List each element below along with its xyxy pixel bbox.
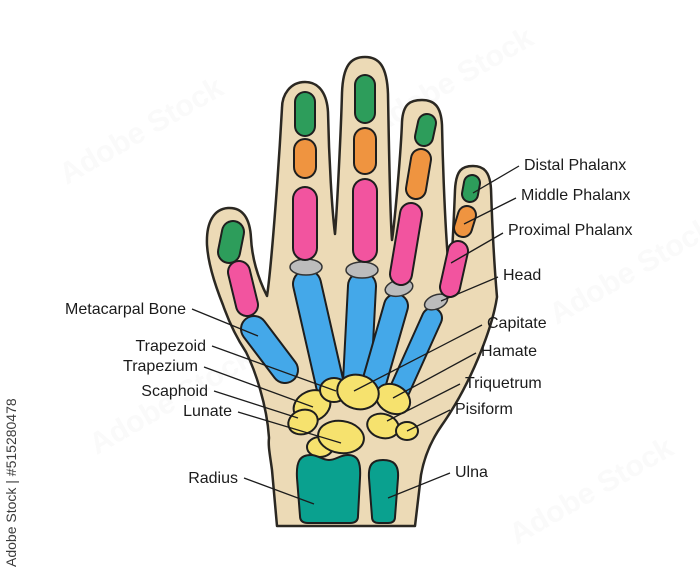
middle-metacarpal bbox=[342, 271, 377, 397]
label-trapezium: Trapezium bbox=[123, 358, 198, 375]
label-hamate: Hamate bbox=[481, 343, 537, 360]
ulna-bone bbox=[367, 458, 400, 524]
thumb-metacarpal-fill bbox=[242, 317, 297, 382]
ring-middle-phalanx bbox=[407, 150, 430, 198]
label-capitate: Capitate bbox=[487, 315, 547, 332]
pinky-metacarpal-fill bbox=[387, 309, 441, 407]
label-proximal-phalanx: Proximal Phalanx bbox=[508, 222, 633, 239]
leader-pisiform bbox=[406, 409, 451, 432]
leader-capitate bbox=[353, 324, 483, 392]
index-metacarpal-fill bbox=[294, 271, 343, 398]
label-trapezoid: Trapezoid bbox=[135, 338, 206, 355]
label-metacarpal-bone: Metacarpal Bone bbox=[65, 301, 186, 318]
ring-proximal-phalanx bbox=[391, 204, 421, 284]
pinky-finger-bones bbox=[439, 174, 481, 298]
adobe-stock-watermark: Adobe Stock | #515280478 bbox=[3, 398, 19, 567]
middle-head-cap bbox=[345, 261, 379, 279]
leader-ulna bbox=[387, 472, 451, 499]
leader-trapezoid bbox=[211, 345, 337, 392]
lunate-bone bbox=[317, 419, 365, 455]
pinky-distal-phalanx bbox=[463, 176, 479, 201]
labels-right: Distal Phalanx Middle Phalanx Proximal P… bbox=[455, 157, 633, 481]
leader-triquetrum bbox=[386, 383, 461, 422]
label-middle-phalanx: Middle Phalanx bbox=[521, 187, 630, 204]
leader-radius bbox=[243, 477, 315, 505]
label-triquetrum: Triquetrum bbox=[465, 375, 542, 392]
metacarpal-bones bbox=[240, 269, 443, 409]
middle-metacarpal-fill bbox=[344, 273, 375, 395]
watermark-tile: Adobe Stock bbox=[504, 431, 680, 551]
leader-scaphoid bbox=[213, 390, 299, 419]
thumb-proximal-phalanx bbox=[229, 262, 257, 315]
ring-distal-phalanx bbox=[416, 115, 435, 145]
label-pisiform: Pisiform bbox=[455, 401, 513, 418]
thumb-distal-phalanx bbox=[219, 222, 243, 262]
leader-hamate bbox=[392, 352, 477, 399]
leader-trapezium bbox=[203, 366, 314, 408]
pinky-metacarpal bbox=[385, 307, 443, 409]
leader-head bbox=[440, 276, 499, 302]
thumb-bones bbox=[217, 220, 259, 317]
index-metacarpal bbox=[292, 269, 345, 400]
watermark-tile: Adobe Stock bbox=[364, 21, 540, 141]
thumb-metacarpal bbox=[240, 315, 299, 384]
pinky-proximal-phalanx bbox=[441, 242, 467, 296]
index-head-cap bbox=[289, 258, 323, 276]
leader-metacarpal-bone bbox=[191, 308, 259, 337]
leader-lines bbox=[191, 165, 520, 505]
ring-metacarpal-fill bbox=[361, 295, 407, 401]
label-scaphoid: Scaphoid bbox=[141, 383, 208, 400]
radius-bone bbox=[295, 453, 362, 524]
forearm-bones bbox=[295, 453, 400, 524]
label-lunate: Lunate bbox=[183, 403, 232, 420]
leader-lunate bbox=[237, 411, 342, 444]
ring-metacarpal bbox=[359, 293, 409, 403]
leader-proximal-phalanx bbox=[450, 232, 504, 264]
label-head: Head bbox=[503, 267, 541, 284]
watermark-tile: Adobe Stock bbox=[54, 71, 230, 191]
leader-middle-phalanx bbox=[463, 197, 517, 225]
label-distal-phalanx: Distal Phalanx bbox=[524, 157, 626, 174]
labels-left: Metacarpal Bone Trapezoid Trapezium Scap… bbox=[65, 301, 238, 487]
label-radius: Radius bbox=[188, 470, 238, 487]
label-ulna: Ulna bbox=[455, 464, 488, 481]
ring-finger-bones bbox=[389, 113, 437, 286]
leader-distal-phalanx bbox=[472, 165, 520, 194]
pinky-middle-phalanx bbox=[455, 207, 475, 236]
